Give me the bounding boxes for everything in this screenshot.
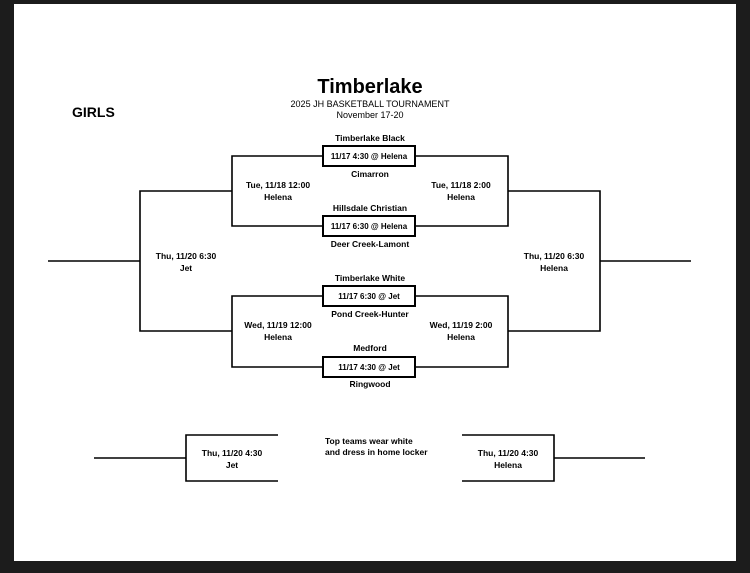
game-time: 11/17 6:30 @ Jet <box>338 291 400 301</box>
team-label: Timberlake White <box>334 273 406 283</box>
team-label: Deer Creek-Lamont <box>330 239 410 249</box>
game-box: 11/17 6:30 @ Helena <box>322 215 416 237</box>
game-time: 11/17 6:30 @ Helena <box>330 221 408 231</box>
note-line: and dress in home locker <box>325 447 428 457</box>
game-box: 11/17 4:30 @ Helena <box>322 145 416 167</box>
note-line: Top teams wear white <box>325 436 413 446</box>
final-right: Thu, 11/20 6:30 Helena <box>509 250 599 274</box>
final-site: Helena <box>540 263 568 273</box>
team-label: Pond Creek-Hunter <box>331 309 409 319</box>
semi-site: Helena <box>447 192 475 202</box>
team-label: Ringwood <box>349 379 391 389</box>
final-time: Thu, 11/20 6:30 <box>523 251 585 261</box>
final-left: Thu, 11/20 6:30 Jet <box>141 250 231 274</box>
semi-time: Wed, 11/19 2:00 <box>429 320 493 330</box>
consolation-right: Thu, 11/20 4:30 Helena <box>463 447 553 471</box>
game-box: 11/17 4:30 @ Jet <box>322 356 416 378</box>
semi-site: Helena <box>447 332 475 342</box>
semi-time: Wed, 11/19 12:00 <box>244 320 312 330</box>
team-label: Medford <box>353 343 387 353</box>
semi-bottom-right: Wed, 11/19 2:00 Helena <box>416 319 506 343</box>
final-site: Jet <box>179 263 193 273</box>
semi-bottom-left: Wed, 11/19 12:00 Helena <box>233 319 323 343</box>
semi-time: Tue, 11/18 2:00 <box>431 180 491 190</box>
final-time: Thu, 11/20 6:30 <box>155 251 217 261</box>
team-label: Cimarron <box>351 169 389 179</box>
page-title: Timberlake <box>317 76 423 98</box>
consolation-site: Jet <box>225 460 239 470</box>
team-label: Hillsdale Christian <box>332 203 408 213</box>
game-time: 11/17 4:30 @ Helena <box>330 151 408 161</box>
game-box: 11/17 6:30 @ Jet <box>322 285 416 307</box>
bracket-sheet <box>14 4 736 561</box>
tournament-dates: November 17-20 <box>336 110 404 120</box>
tournament-subtitle: 2025 JH BASKETBALL TOURNAMENT <box>290 99 450 109</box>
semi-top-left: Tue, 11/18 12:00 Helena <box>233 179 323 203</box>
consolation-time: Thu, 11/20 4:30 <box>477 448 539 458</box>
semi-top-right: Tue, 11/18 2:00 Helena <box>416 179 506 203</box>
consolation-left: Thu, 11/20 4:30 Jet <box>187 447 277 471</box>
game-time: 11/17 4:30 @ Jet <box>338 362 400 372</box>
consolation-time: Thu, 11/20 4:30 <box>201 448 263 458</box>
division-label: GIRLS <box>72 104 115 120</box>
uniform-note: Top teams wear white and dress in home l… <box>325 436 428 458</box>
semi-site: Helena <box>264 192 292 202</box>
consolation-site: Helena <box>494 460 522 470</box>
team-label: Timberlake Black <box>335 133 405 143</box>
semi-site: Helena <box>264 332 292 342</box>
semi-time: Tue, 11/18 12:00 <box>245 180 311 190</box>
